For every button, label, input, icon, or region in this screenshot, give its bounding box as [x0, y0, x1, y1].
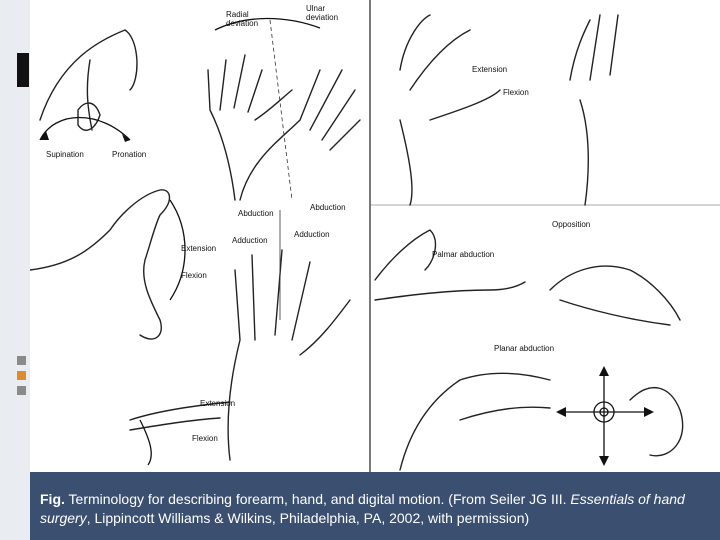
label-abduction-left: Abduction [238, 209, 274, 218]
label-flexion-finger: Flexion [192, 434, 218, 443]
label-ulnar-deviation: Ulnar deviation [306, 4, 339, 22]
hand-motion-illustration [30, 0, 720, 472]
label-supination: Supination [46, 150, 84, 159]
label-flexion-top: Flexion [503, 88, 529, 97]
label-abduction-right: Abduction [310, 203, 346, 212]
slide-bullet-gray-2 [17, 386, 26, 395]
slide-bullet-dark [17, 53, 29, 87]
label-extension-finger: Extension [200, 399, 236, 408]
label-palmar-abduction: Palmar abduction [432, 250, 495, 259]
label-adduction-right: Adduction [294, 230, 330, 239]
caption-prefix: Fig. [40, 491, 65, 507]
label-extension-top: Extension [472, 65, 508, 74]
caption-background [30, 472, 720, 540]
hand-motion-figure: Radial deviation Ulnar deviation Extensi… [30, 0, 720, 472]
label-adduction-left: Adduction [232, 236, 268, 245]
label-flexion-wrist: Flexion [181, 271, 207, 280]
label-radial-deviation: Radial deviation [226, 10, 259, 28]
label-opposition: Opposition [552, 220, 591, 229]
caption-text-2: , Lippincott Williams & Wilkins, Philade… [86, 510, 530, 526]
slide-bullet-orange [17, 371, 26, 380]
slide-bullet-gray [17, 356, 26, 365]
left-decorative-bar [0, 0, 30, 540]
caption-book-title: Essentials of hand surgery [40, 491, 685, 526]
caption-text-1: Terminology for describing forearm, hand… [64, 491, 571, 507]
label-pronation: Pronation [112, 150, 147, 159]
label-extension-wrist: Extension [181, 244, 217, 253]
label-planar-abduction: Planar abduction [494, 344, 555, 353]
figure-caption: Fig. Terminology for describing forearm,… [40, 490, 710, 528]
